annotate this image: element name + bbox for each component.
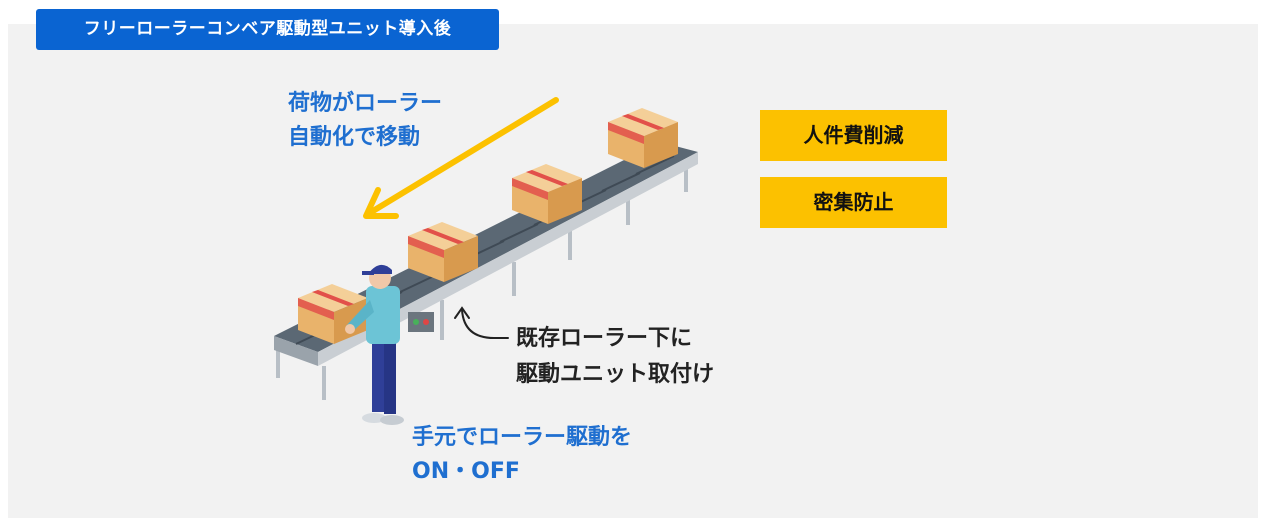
benefit-badge-crowding: 密集防止: [760, 177, 947, 228]
auto-move-label-line1: 荷物がローラー: [288, 91, 443, 116]
cargo-box: [608, 108, 678, 168]
title-tab: フリーローラーコンベア駆動型ユニット導入後: [36, 9, 499, 50]
drive-unit-label-line2: 駆動ユニット取付け: [516, 362, 715, 387]
diagram-panel: [8, 24, 1258, 518]
hand-control-label-line2: ON・OFF: [412, 459, 520, 484]
drive-unit-label-line1: 既存ローラー下に: [516, 326, 693, 351]
cargo-box: [408, 222, 478, 282]
cargo-box: [512, 164, 582, 224]
auto-move-label-line2: 自動化で移動: [288, 125, 421, 150]
benefit-badge-labor-cost: 人件費削減: [760, 110, 947, 161]
drive-unit-pointer: [454, 306, 509, 339]
worker-figure: [345, 264, 404, 425]
control-box: [408, 312, 434, 332]
direction-arrow: [363, 97, 559, 219]
hand-control-label-line1: 手元でローラー駆動を: [412, 425, 633, 450]
